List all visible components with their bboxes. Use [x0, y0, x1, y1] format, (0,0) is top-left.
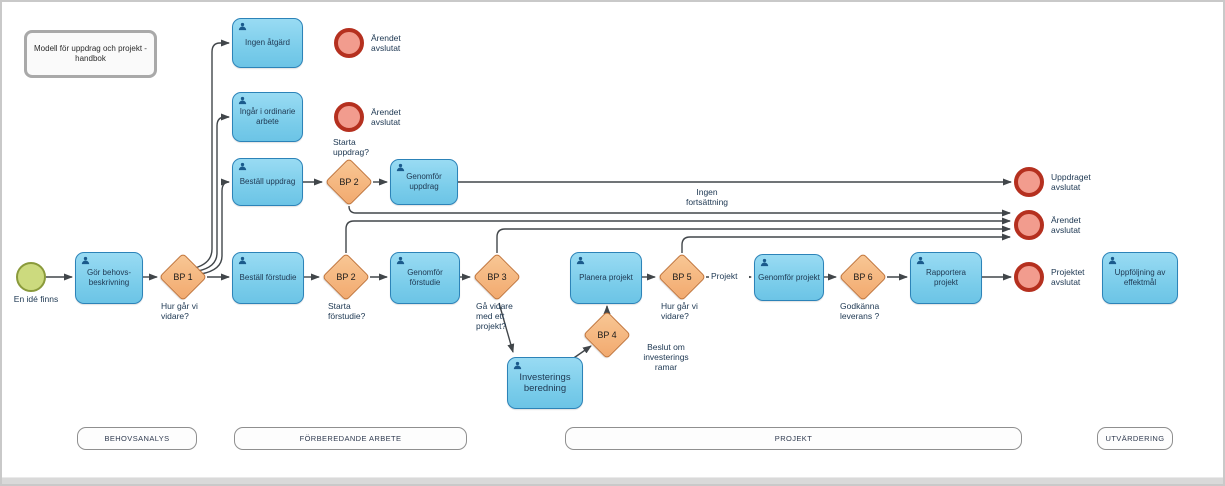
gateway-bp5[interactable]: BP 5: [657, 252, 707, 302]
person-icon: [238, 162, 247, 171]
task-label: Gör behovs- beskrivning: [86, 268, 132, 287]
task-gor-behovsbeskrivning[interactable]: Gör behovs- beskrivning: [75, 252, 143, 304]
lane-label: FÖRBEREDANDE ARBETE: [299, 434, 402, 443]
lane-behovsanalys[interactable]: BEHOVSANALYS: [77, 427, 197, 450]
person-icon: [396, 163, 405, 172]
task-bestall-forstudie[interactable]: Beställ förstudie: [232, 252, 304, 304]
end-event-uppdraget-avslutat[interactable]: [1014, 167, 1044, 197]
task-bestall-uppdrag[interactable]: Beställ uppdrag: [232, 158, 303, 206]
task-label: Beställ uppdrag: [239, 177, 296, 187]
end-event-arendet-avslutat-2[interactable]: [334, 102, 364, 132]
flow-bp2-uppdrag-to-arendet-avslutat: [348, 205, 1011, 217]
window-bottom-edge: [2, 477, 1223, 484]
gateway-bp1[interactable]: BP 1: [158, 252, 208, 302]
gateway-label: BP 2: [336, 272, 356, 282]
task-label: Ingår i ordinarie arbete: [239, 107, 296, 126]
task-investeringsberedning[interactable]: Investerings beredning: [507, 357, 583, 409]
task-planera-projekt[interactable]: Planera projekt: [570, 252, 642, 304]
task-uppfoljning-av-effektmal[interactable]: Uppföljning av effektmål: [1102, 252, 1178, 304]
gateway-bp6[interactable]: BP 6: [838, 252, 888, 302]
task-label: Genomför uppdrag: [406, 172, 442, 191]
task-label: Planera projekt: [579, 273, 633, 283]
task-genomfor-projekt[interactable]: Genomför projekt: [754, 254, 824, 301]
task-label: Genomför projekt: [758, 272, 820, 282]
end-event-arendet-avslutat-3[interactable]: [1014, 210, 1044, 240]
label-projekt: Projekt: [709, 271, 749, 282]
task-ingar-i-ordinarie-arbete[interactable]: Ingår i ordinarie arbete: [232, 92, 303, 142]
gateway-bp3[interactable]: BP 3: [472, 252, 522, 302]
start-event-en-ide-finns[interactable]: [16, 262, 46, 292]
person-icon: [1108, 256, 1117, 265]
flow-bp5-to-arendet-avslutat: [681, 233, 1011, 253]
label-beslut-om-investeringsramar: Beslut om investerings ramar: [643, 342, 689, 373]
person-icon: [238, 22, 247, 31]
gateway-label: BP 1: [173, 272, 193, 282]
person-icon: [576, 256, 585, 265]
end-event-projektet-avslutat[interactable]: [1014, 262, 1044, 292]
flow-bp1-to-ingen-atgard: [194, 39, 230, 269]
lane-projekt[interactable]: PROJEKT: [565, 427, 1022, 450]
task-label: Ingen åtgärd: [245, 38, 290, 48]
end-event-arendet-avslutat-3-label: Ärendet avslutat: [1051, 215, 1081, 236]
label-godkanna-leverans: Godkänna leverans ?: [840, 301, 880, 322]
person-icon: [238, 96, 247, 105]
task-ingen-atgard[interactable]: Ingen åtgärd: [232, 18, 303, 68]
lane-label: BEHOVSANALYS: [104, 434, 170, 443]
gateway-bp2-forstudie[interactable]: BP 2: [321, 252, 371, 302]
end-event-arendet-avslutat-2-label: Ärendet avslutat: [371, 107, 401, 128]
person-icon: [81, 256, 90, 265]
start-event-en-ide-finns-label: En idé finns: [13, 294, 59, 304]
gateway-label: BP 3: [487, 272, 507, 282]
label-ingen-fortsattning: Ingen fortsättning: [685, 187, 729, 208]
gateway-label: BP 6: [853, 272, 873, 282]
lane-forberedande-arbete[interactable]: FÖRBEREDANDE ARBETE: [234, 427, 467, 450]
annotation-note[interactable]: Modell för uppdrag och projekt - handbok: [24, 30, 157, 78]
end-event-projektet-avslutat-label: Projektet avslutat: [1051, 267, 1085, 288]
label-hur-gar-vi-vidare-bp1: Hur går vi vidare?: [161, 301, 198, 322]
lane-utvardering[interactable]: UTVÄRDERING: [1097, 427, 1173, 450]
end-event-arendet-avslutat-1-label: Ärendet avslutat: [371, 33, 401, 54]
person-icon: [238, 256, 247, 265]
end-event-uppdraget-avslutat-label: Uppdraget avslutat: [1051, 172, 1091, 193]
task-genomfor-uppdrag[interactable]: Genomför uppdrag: [390, 159, 458, 205]
gateway-label: BP 4: [597, 330, 617, 340]
person-icon: [916, 256, 925, 265]
task-label: Genomför förstudie: [407, 268, 443, 287]
gateway-bp4[interactable]: BP 4: [582, 310, 632, 360]
label-starta-uppdrag: Starta uppdrag?: [333, 137, 369, 158]
flow-bp1-to-ingar-ordinarie: [197, 113, 230, 272]
end-event-arendet-avslutat-1[interactable]: [334, 28, 364, 58]
flow-bp3-to-investeringsberedning: [498, 302, 515, 353]
lane-label: UTVÄRDERING: [1105, 434, 1165, 443]
flow-bp3-to-arendet-avslutat: [496, 225, 1011, 253]
person-icon: [396, 256, 405, 265]
label-ga-vidare-med-ett-projekt: Gå vidare med ett projekt?: [476, 301, 513, 332]
flow-bp2-forstudie-to-arendet-avslutat: [345, 217, 1011, 253]
lane-label: PROJEKT: [774, 434, 813, 443]
task-label: Uppföljning av effektmål: [1114, 268, 1166, 287]
gateway-bp2-uppdrag[interactable]: BP 2: [324, 157, 374, 207]
person-icon: [760, 258, 769, 267]
task-genomfor-forstudie[interactable]: Genomför förstudie: [390, 252, 460, 304]
flow-bp1-to-bestall-uppdrag: [200, 178, 230, 275]
gateway-label: BP 2: [339, 177, 359, 187]
task-label: Rapportera projekt: [925, 268, 967, 287]
gateway-label: BP 5: [672, 272, 692, 282]
task-rapportera-projekt[interactable]: Rapportera projekt: [910, 252, 982, 304]
label-hur-gar-vi-vidare-bp5: Hur går vi vidare?: [661, 301, 698, 322]
label-starta-forstudie: Starta förstudie?: [328, 301, 366, 322]
task-label: Beställ förstudie: [239, 273, 297, 283]
person-icon: [513, 361, 522, 370]
task-label: Investerings beredning: [519, 371, 571, 394]
